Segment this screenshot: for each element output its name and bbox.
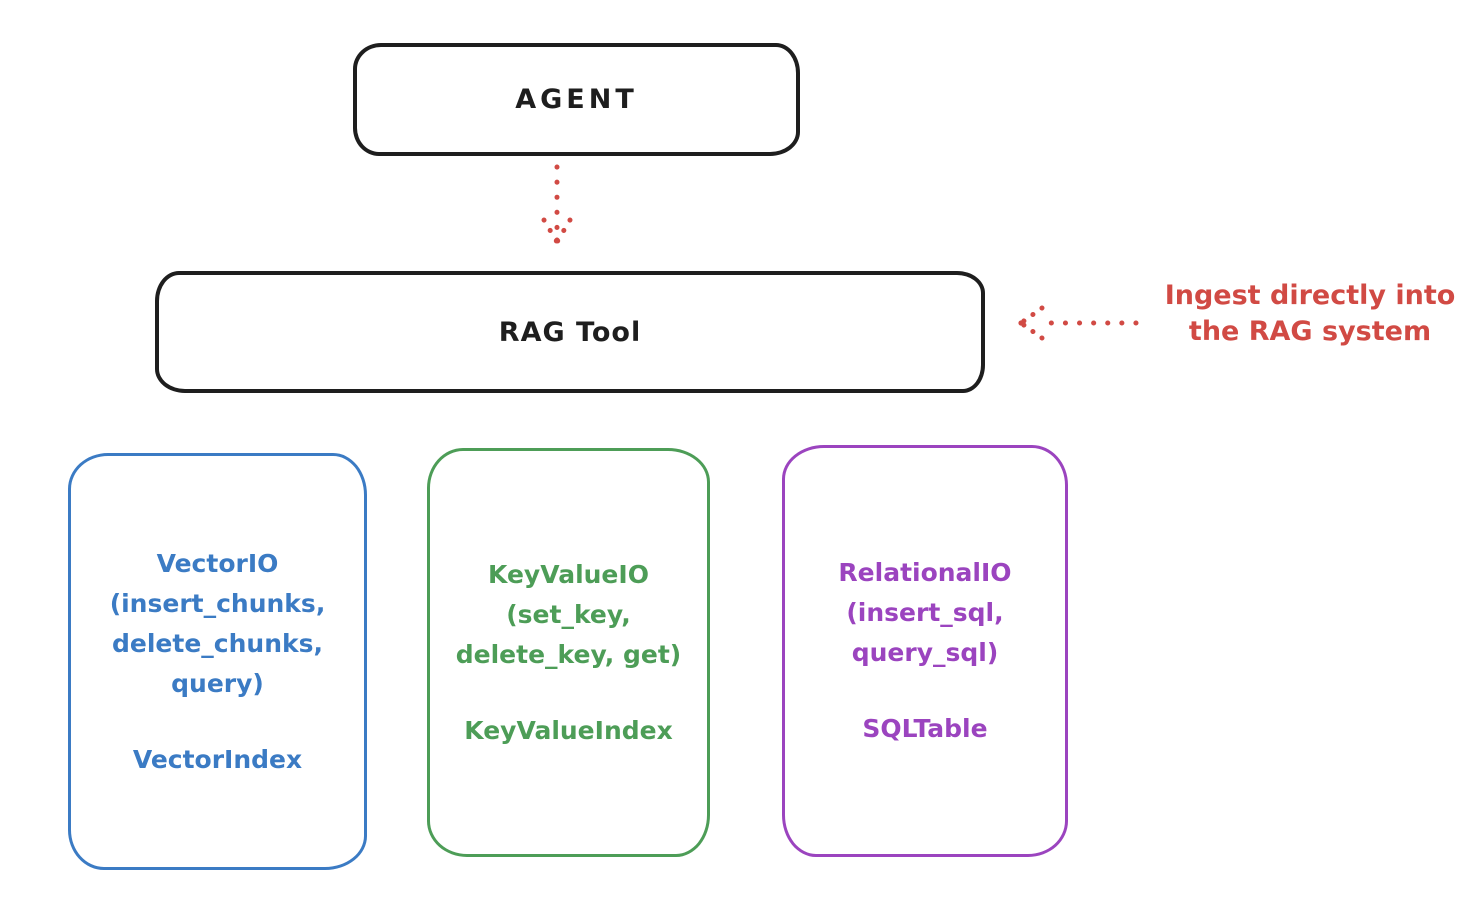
relational-io-body: RelationalIO (insert_sql, query_sql) [838,558,1012,667]
vector-io-node: VectorIO (insert_chunks, delete_chunks, … [68,453,367,870]
sql-table-label: SQLTable [862,714,988,743]
agent-to-ragtool-arrow-icon [541,164,573,256]
vector-io-body: VectorIO (insert_chunks, delete_chunks, … [109,548,326,698]
relational-io-node: RelationalIO (insert_sql, query_sql) SQL… [782,445,1068,857]
ingest-annotation: Ingest directly into the RAG system [1164,280,1456,348]
rag-tool-label: RAG Tool [498,316,642,348]
key-value-index-label: KeyValueIndex [464,715,673,745]
vector-index-label: VectorIndex [132,744,303,774]
key-value-io-body: KeyValueIO (set_key, delete_key, get) [455,559,682,669]
rag-tool-node: RAG Tool [155,271,985,393]
ingest-arrow-icon [1018,305,1139,341]
agent-label: AGENT [515,84,638,115]
key-value-io-node: KeyValueIO (set_key, delete_key, get) Ke… [427,448,710,857]
agent-node: AGENT [353,43,800,156]
